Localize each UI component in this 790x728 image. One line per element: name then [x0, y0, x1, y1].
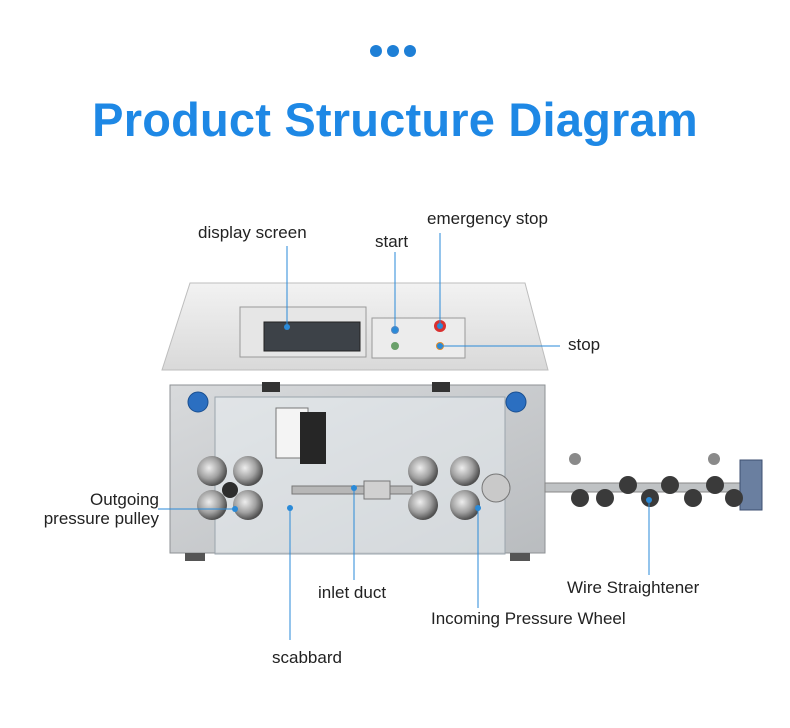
outgoing-pressure-pulley [197, 456, 263, 520]
label-display-screen: display screen [198, 223, 307, 242]
label-stop: stop [568, 335, 601, 354]
label-outgoing-line1: Outgoing [90, 490, 159, 509]
dot-icon [370, 45, 382, 57]
wire-straightener [544, 453, 763, 511]
label-wire-straightener: Wire Straightener [567, 578, 700, 597]
machine-housing [161, 282, 549, 371]
label-outgoing-line2: pressure pulley [43, 509, 159, 528]
front-plate [169, 382, 546, 561]
knob-left [187, 391, 209, 413]
start-button-2 [391, 342, 399, 350]
label-start: start [375, 232, 409, 251]
control-panel [371, 317, 466, 359]
leader-lines [158, 233, 652, 640]
incoming-pressure-wheel [408, 456, 511, 520]
page-title: Product Structure Diagram [92, 93, 698, 146]
label-incoming-pressure-wheel: Incoming Pressure Wheel [431, 609, 626, 628]
label-outgoing-pressure-pulley: Outgoing pressure pulley [22, 490, 159, 528]
dot-icon [387, 45, 399, 57]
label-scabbard: scabbard [272, 648, 342, 667]
decorative-dots [370, 45, 416, 57]
dot-icon [404, 45, 416, 57]
label-inlet-duct: inlet duct [318, 583, 387, 602]
knob-right [505, 391, 527, 413]
label-emergency-stop: emergency stop [427, 209, 548, 228]
display-screen [263, 321, 361, 352]
